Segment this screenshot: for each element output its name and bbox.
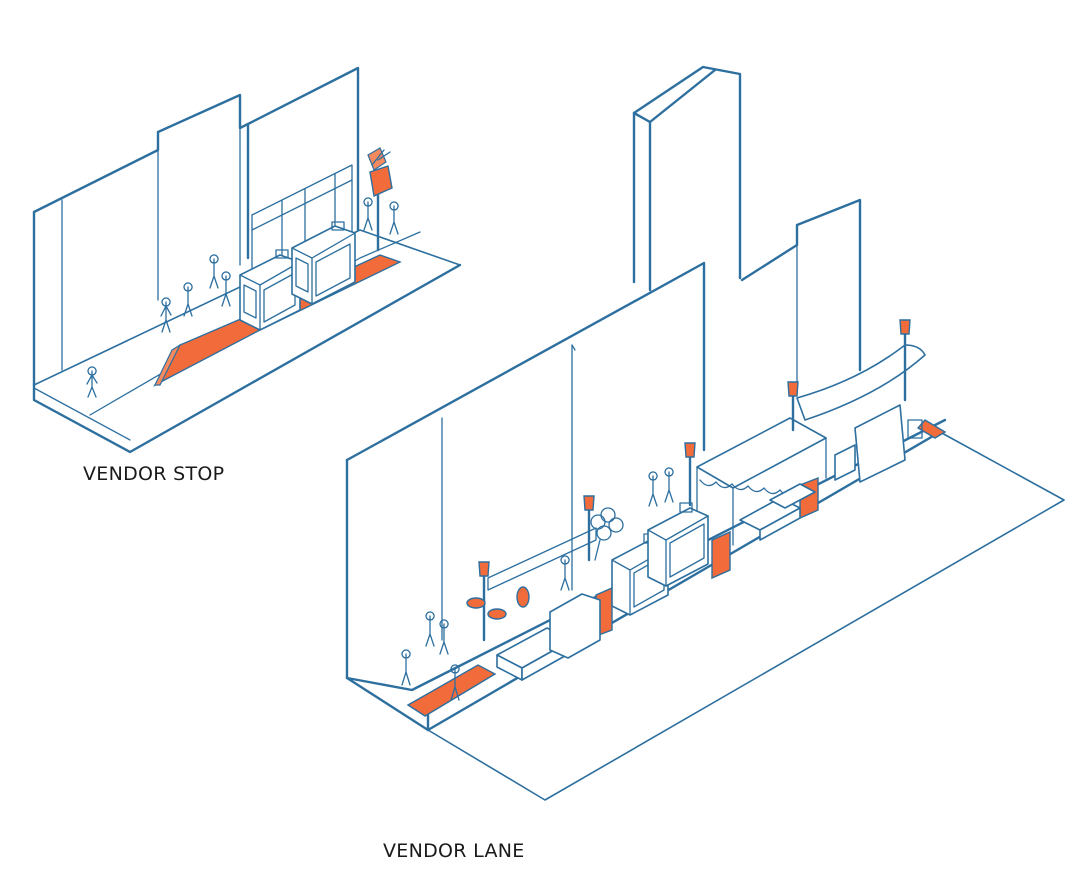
- umbrellas: [466, 586, 530, 620]
- street-lamps: [478, 319, 911, 642]
- vendor-kiosk: [647, 502, 709, 587]
- sign-pole: [367, 147, 393, 252]
- vendor-stop-label: VENDOR STOP: [83, 463, 225, 485]
- balloons: [590, 507, 624, 561]
- pedestrians: [401, 467, 674, 701]
- vendor-stop-building: [32, 93, 250, 387]
- market-canopy: [696, 417, 827, 546]
- bench-platform: [496, 593, 601, 681]
- vendor-stop-scene: [32, 66, 462, 454]
- vendor-kiosk: [239, 249, 301, 331]
- vendor-kiosk: [291, 221, 356, 305]
- vendor-lane-scene: [345, 65, 1065, 801]
- vendor-lane-label: VENDOR LANE: [383, 840, 525, 862]
- vendor-lane-building: [345, 261, 706, 462]
- pedestrians: [86, 197, 399, 398]
- wall-lettering: [487, 527, 597, 591]
- curved-awning: [792, 334, 926, 483]
